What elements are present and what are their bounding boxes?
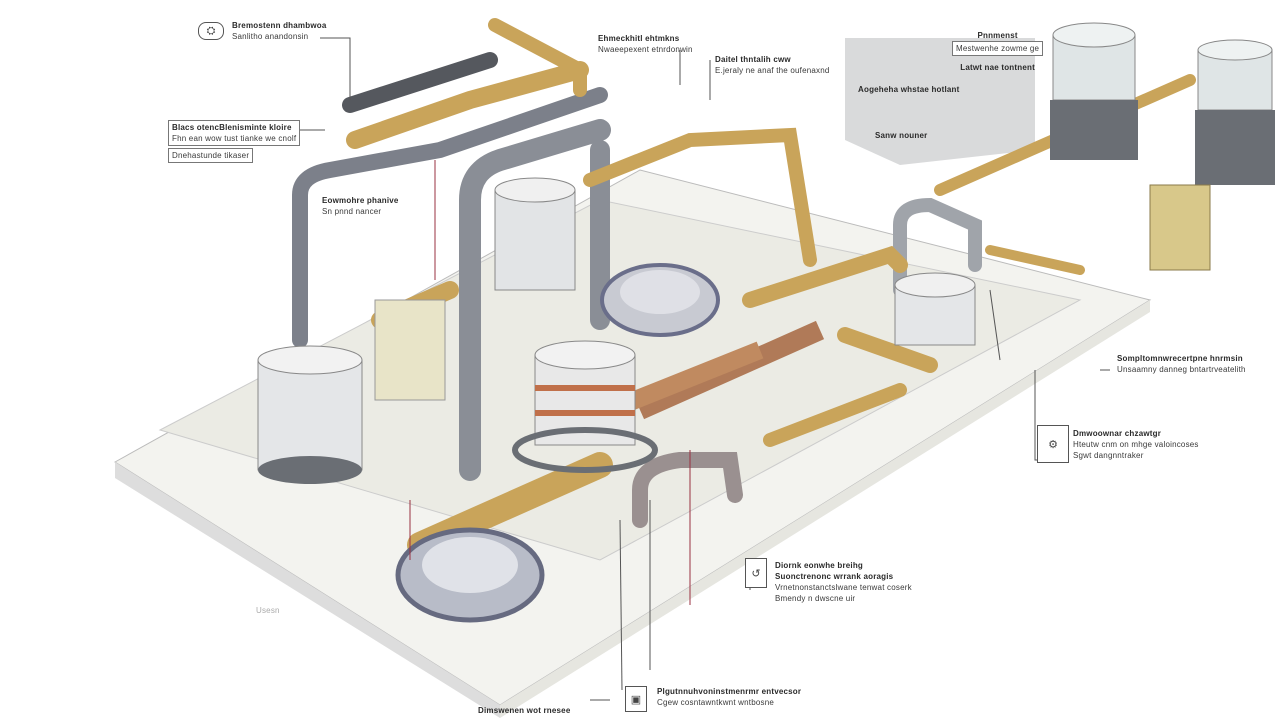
tank-right-mid	[894, 272, 976, 346]
label-title: Dimswenen wot rnesee	[478, 706, 571, 715]
label-title: Usesn	[256, 606, 280, 615]
label-line: Latwt nae tontnent	[960, 63, 1035, 72]
label-line: E.jeraly ne anaf the oufenaxnd	[715, 66, 830, 75]
inset-panel	[845, 38, 1035, 165]
label-line: Sanlitho anandonsin	[232, 32, 309, 41]
label-inset: Aogeheha whstae hotlant	[858, 84, 960, 95]
label-line: Suonctrenonc wrrank aoragis	[775, 572, 894, 581]
label-title: Blacs otencBlenisminte kloire	[172, 123, 292, 132]
label-title: Sompltomnwrecertpne hnrmsin	[1117, 354, 1243, 363]
label-line: Unsaamny danneg bntartrveatelith	[1117, 365, 1246, 374]
label-right-lower: Dmwoownar chzawtgr Hteutw cnm on mhge va…	[1073, 428, 1199, 461]
label-line: Sgwt dangnntraker	[1073, 451, 1144, 460]
tank-left	[257, 345, 363, 484]
label-title: Eowmohre phanive	[322, 196, 399, 205]
label-inset-sub: Sanw nouner	[875, 130, 927, 141]
signal-lines	[409, 160, 691, 605]
tank-center-upper	[494, 177, 576, 291]
gear-icon: ⚙	[1037, 425, 1069, 463]
label-top-center: Ehmeckhitl ehtmkns Nwaeepexent etnrdonwi…	[598, 33, 693, 55]
label-left-pipe: Eowmohre phanive Sn pnnd nancer	[322, 195, 399, 217]
label-title: Ehmeckhitl ehtmkns	[598, 34, 680, 43]
tank-top-right-1	[1050, 22, 1138, 160]
hook-icon: ↺	[745, 558, 767, 588]
block-left	[374, 299, 446, 401]
label-floor: Usesn	[256, 605, 280, 616]
label-title: Plgutnnuhvoninstmenrmr entvecsor	[657, 687, 802, 696]
platform-edge	[115, 462, 500, 718]
label-right-mid: Sompltomnwrecertpne hnrmsin Unsaamny dan…	[1117, 353, 1246, 375]
valve-icon: ⛭	[198, 22, 224, 40]
label-title: Aogeheha whstae hotlant	[858, 85, 960, 94]
label-line: Fhn ean wow tust tianke we cnolf	[172, 134, 297, 143]
label-line: Vrnetnonstanctslwane tenwat coserk	[775, 583, 912, 592]
label-line: Cgew cosntawntkwnt wntbosne	[657, 698, 775, 707]
label-title: Diornk eonwhe breihg	[775, 561, 864, 570]
label-line: Sn pnnd nancer	[322, 207, 382, 216]
label-title: Bremostenn dhambwoa	[232, 21, 327, 30]
label-title: Dmwoownar chzawtgr	[1073, 429, 1162, 438]
cabinet	[1149, 184, 1211, 271]
meter-icon: ▣	[625, 686, 647, 712]
label-title: Pnnmenst	[977, 31, 1018, 40]
label-title: Daitel thntalih cww	[715, 55, 791, 64]
label-bottom-right: Diornk eonwhe breihg Suonctrenonc wrrank…	[775, 560, 912, 604]
label-line: Mestwenhe zowme ge	[952, 41, 1044, 56]
label-bottom: Dimswenen wot rnesee	[478, 705, 570, 716]
grey-pipes	[292, 52, 982, 528]
label-line: Hteutw cnm on mhge valoincoses	[1073, 440, 1199, 449]
label-line: Sanw nouner	[875, 131, 928, 140]
label-top-center-2: Daitel thntalih cww E.jeraly ne anaf the…	[715, 54, 830, 76]
label-top-right: Pnnmenst Mestwenhe zowme ge Latwt nae to…	[952, 30, 1044, 73]
platform-edge-right	[500, 300, 1150, 718]
ring-vessel-bottom	[395, 527, 545, 623]
label-line: Dnehastunde tikaser	[172, 151, 250, 160]
label-line: Bmendy n dwscne uir	[775, 594, 856, 603]
reactor-center	[512, 340, 658, 473]
ring-vessel	[600, 263, 720, 337]
label-top-left: Bremostenn dhambwoa Sanlitho anandonsin	[232, 20, 326, 42]
label-line: Nwaeepexent etnrdonwin	[598, 45, 693, 54]
tank-top-right-2	[1195, 39, 1275, 185]
label-bottom-center: Plgutnnuhvoninstmenrmr entvecsor Cgew co…	[657, 686, 801, 708]
